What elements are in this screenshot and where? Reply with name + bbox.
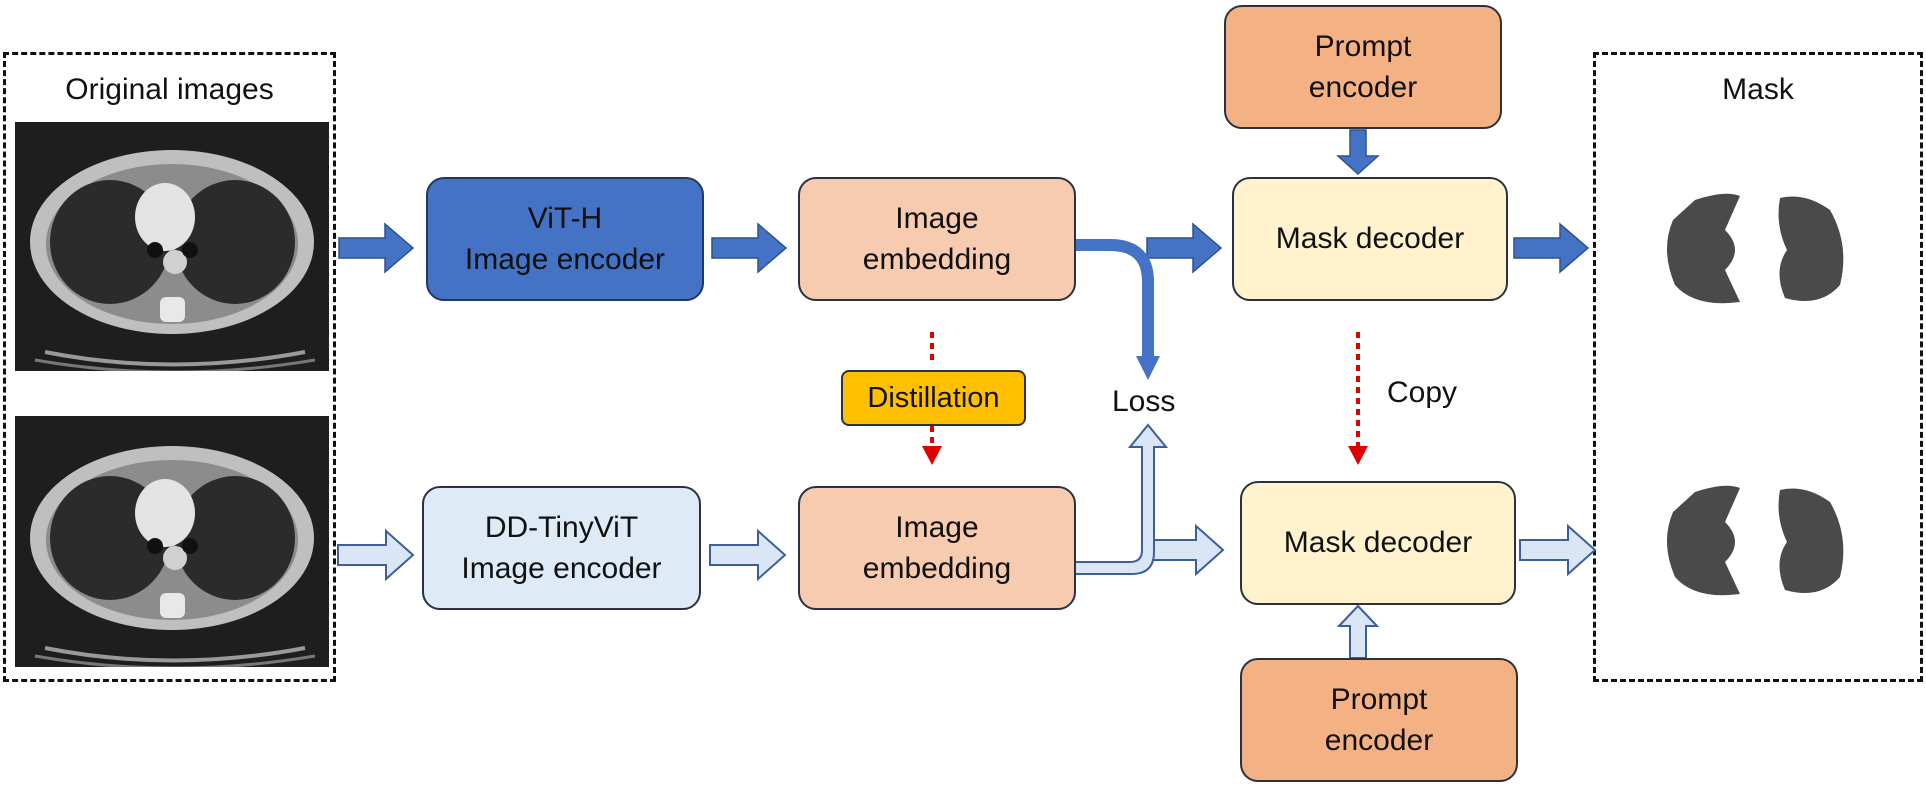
student-image-encoder: DD-TinyViT Image encoder xyxy=(422,486,701,610)
copy-label: Copy xyxy=(1387,376,1458,409)
mask-image-bottom xyxy=(1666,485,1844,596)
teacher-prompt-encoder: Prompt encoder xyxy=(1224,5,1502,129)
original-images-panel: Original images xyxy=(3,52,336,682)
teacher-prompt-line2: encoder xyxy=(1308,71,1418,104)
arrow-embedding-to-student-decoder xyxy=(1147,523,1225,577)
student-prompt-line2: encoder xyxy=(1324,724,1434,757)
ct-scan-image-bottom xyxy=(15,416,329,667)
arrow-student-prompt-to-decoder xyxy=(1336,604,1380,659)
arrow-student-encoder-to-embedding xyxy=(709,528,787,582)
teacher-encoder-line1: ViT-H xyxy=(527,201,603,235)
arrow-student-decoder-to-mask xyxy=(1519,523,1597,577)
distillation-label: Distillation xyxy=(867,381,1000,414)
student-embedding-line1: Image xyxy=(895,510,979,544)
line-teacher-embedding-to-loss xyxy=(1075,239,1154,358)
teacher-mask-decoder: Mask decoder xyxy=(1232,177,1508,301)
student-encoder-line1: DD-TinyViT xyxy=(484,510,639,544)
arrow-embedding-to-teacher-decoder xyxy=(1146,222,1223,274)
teacher-embedding-line2: embedding xyxy=(862,243,1012,276)
student-prompt-line1: Prompt xyxy=(1330,682,1428,716)
student-image-embedding: Image embedding xyxy=(798,486,1076,610)
ct-scan-image-top xyxy=(15,122,329,371)
student-mask-decoder: Mask decoder xyxy=(1240,481,1516,605)
arrow-teacher-prompt-to-decoder xyxy=(1336,129,1380,176)
arrow-teacher-encoder-to-embedding xyxy=(711,222,788,274)
arrow-images-to-student-encoder xyxy=(337,528,415,582)
mask-image-top xyxy=(1666,193,1844,304)
loss-label: Loss xyxy=(1112,385,1176,418)
distillation-badge: Distillation xyxy=(841,370,1026,426)
teacher-embedding-line1: Image xyxy=(895,201,979,235)
student-encoder-line2: Image encoder xyxy=(461,552,662,585)
teacher-encoder-line2: Image encoder xyxy=(464,243,666,276)
teacher-image-encoder: ViT-H Image encoder xyxy=(426,177,704,301)
teacher-decoder-label: Mask decoder xyxy=(1275,222,1465,256)
teacher-prompt-line1: Prompt xyxy=(1314,29,1412,63)
student-embedding-line2: embedding xyxy=(862,552,1012,585)
mask-title: Mask xyxy=(1722,73,1794,106)
arrow-teacher-decoder-to-mask xyxy=(1513,222,1590,274)
mask-panel: Mask xyxy=(1593,52,1923,682)
line-student-embedding-to-loss xyxy=(1074,423,1169,575)
student-prompt-encoder: Prompt encoder xyxy=(1240,658,1518,782)
teacher-image-embedding: Image embedding xyxy=(798,177,1076,301)
arrow-images-to-teacher-encoder xyxy=(338,222,415,274)
original-images-title: Original images xyxy=(65,73,274,106)
student-decoder-label: Mask decoder xyxy=(1283,526,1473,560)
